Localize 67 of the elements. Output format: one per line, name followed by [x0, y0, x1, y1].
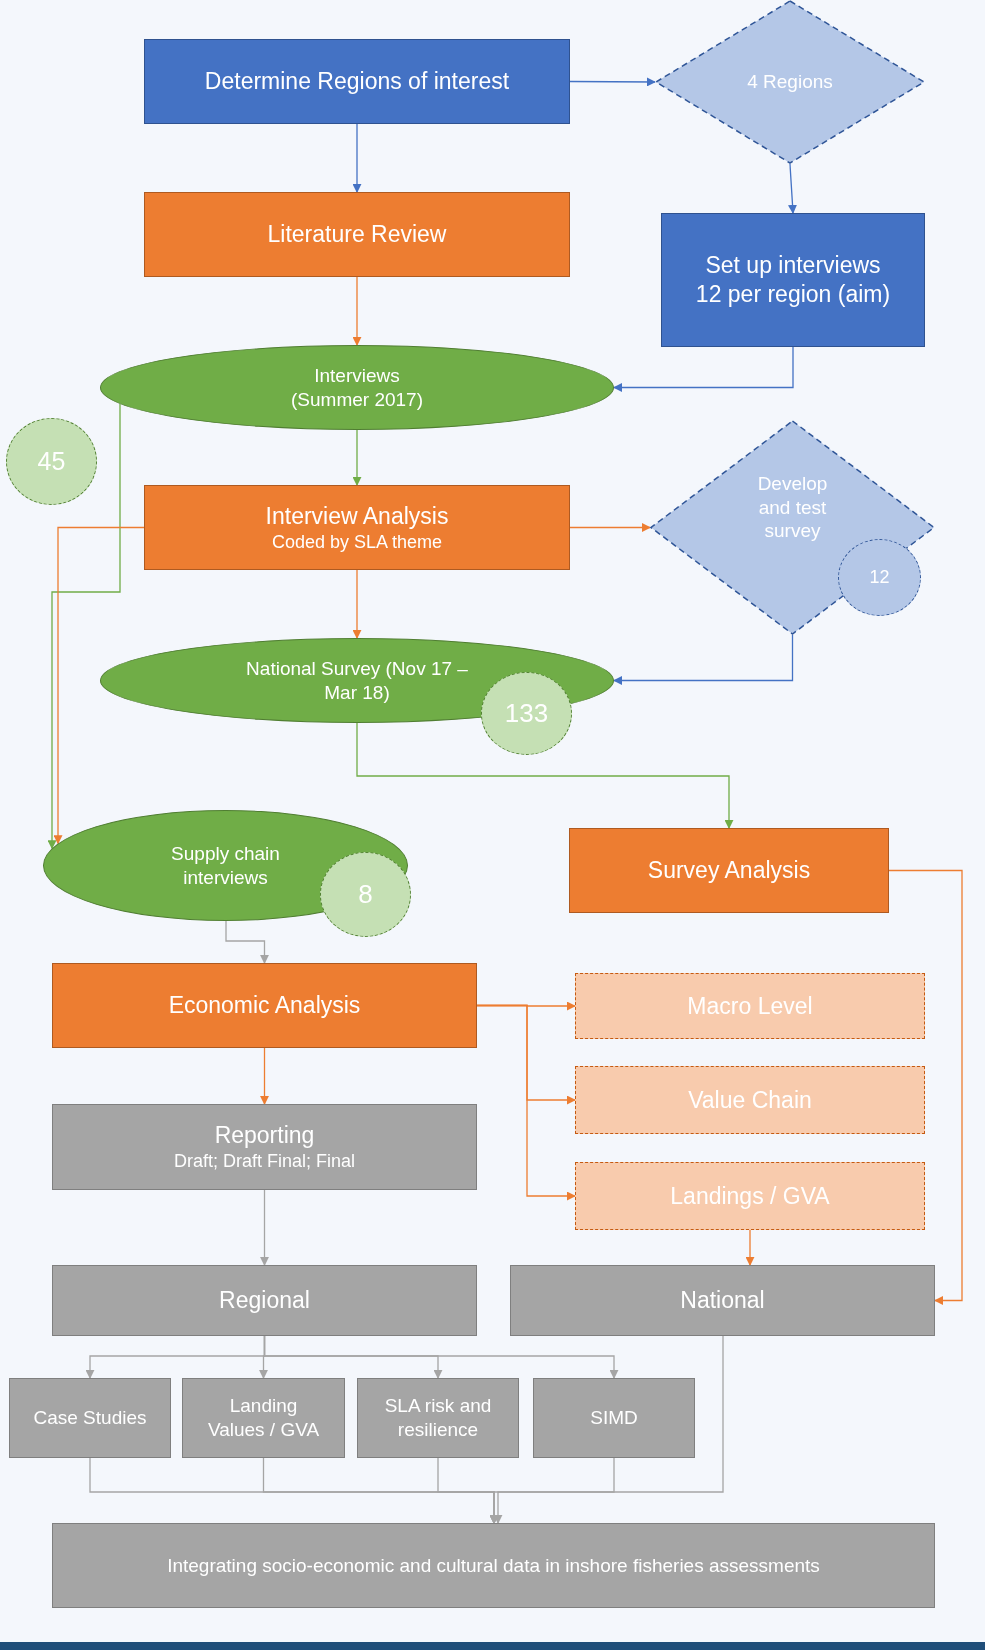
node-label: Supply chain interviews — [170, 841, 281, 890]
arrow — [260, 1189, 269, 1266]
process-box — [144, 192, 570, 277]
arrow — [569, 77, 656, 87]
decision-diamond — [655, 0, 925, 164]
node-label: Literature Review — [267, 220, 447, 249]
node-label: Landings / GVA — [670, 1181, 830, 1211]
node-label: Determine Regions of interest — [204, 67, 510, 96]
arrow — [352, 429, 362, 486]
node-label: Macro Level — [687, 991, 813, 1021]
node-label: Coded by SLA theme — [271, 530, 443, 554]
arrow — [263, 1335, 619, 1379]
node-label: 8 — [358, 878, 373, 911]
output-box — [575, 1066, 925, 1134]
node-label: Regional — [219, 1286, 310, 1315]
node-label: Draft; Draft Final; Final — [173, 1150, 355, 1173]
node-label: Economic Analysis — [168, 991, 361, 1020]
arrow — [352, 123, 362, 193]
arrow — [476, 1004, 576, 1201]
node-label: Survey Analysis — [647, 856, 811, 885]
node-label: Interviews (Summer 2017) — [290, 363, 424, 412]
node-label: 45 — [37, 445, 66, 477]
arrow — [569, 523, 651, 532]
arrow — [613, 346, 794, 392]
process-box — [182, 1378, 345, 1458]
process-box — [144, 39, 570, 124]
process-box — [144, 485, 570, 570]
output-box — [575, 1162, 925, 1230]
process-box — [357, 1378, 519, 1458]
process-box — [9, 1378, 171, 1458]
node-label: National — [680, 1286, 765, 1315]
node-label: 12 — [869, 566, 890, 589]
node-label: Reporting — [214, 1121, 315, 1151]
process-box — [52, 1523, 935, 1608]
arrow — [53, 526, 145, 845]
node-label: Case Studies — [33, 1406, 147, 1430]
node-label: SLA risk and resilience — [383, 1394, 493, 1442]
process-box — [533, 1378, 695, 1458]
node-label: 4 Regions — [747, 70, 833, 94]
arrow — [47, 403, 121, 850]
node-label: Set up interviews 12 per region (aim) — [694, 251, 892, 309]
node-label: Integrating socio-economic and cultural data in inshore fisheries assessments — [167, 1553, 820, 1578]
process-box — [569, 828, 889, 913]
process-box — [661, 213, 925, 347]
arrow — [352, 276, 362, 346]
output-box — [575, 973, 925, 1039]
arrow — [356, 722, 734, 829]
process-box — [52, 963, 477, 1048]
arrow — [888, 869, 963, 1305]
arrow — [489, 1457, 615, 1524]
node-label: Interview Analysis — [265, 501, 449, 531]
arrow — [225, 920, 269, 964]
node-label: 133 — [504, 697, 549, 730]
process-box — [510, 1265, 935, 1336]
arrow — [260, 1047, 269, 1105]
node-label: SIMD — [590, 1406, 638, 1430]
arrow — [745, 1229, 755, 1266]
process-box — [52, 1265, 477, 1336]
node-label: Landing Values / GVA — [206, 1394, 321, 1442]
node-label: Develop and test survey — [756, 471, 829, 544]
process-box — [52, 1104, 477, 1190]
node-label: National Survey (Nov 17 – Mar 18) — [245, 656, 469, 705]
arrow — [493, 1335, 724, 1524]
arrow — [788, 163, 797, 214]
arrow — [613, 634, 794, 685]
arrow — [352, 569, 362, 639]
node-label: Value Chain — [688, 1085, 812, 1115]
